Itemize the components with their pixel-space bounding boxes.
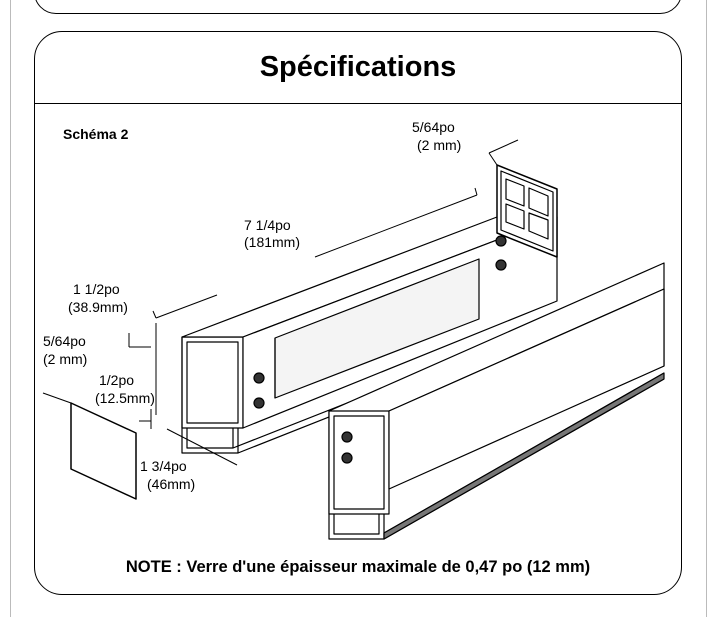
thickness-top-po: 5/64po (412, 119, 455, 135)
thickness-left-po: 5/64po (43, 333, 86, 349)
height-po: 1 1/2po (73, 281, 120, 297)
lock-body-front (181, 216, 558, 454)
page-edge-right (706, 0, 707, 617)
magnetic-lock-diagram: Schéma 2 5/64po (2 mm) 7 1/4po (181mm) 1… (42, 119, 665, 540)
width-po: 1 3/4po (140, 458, 187, 474)
lock-body-rear (328, 262, 665, 540)
glass-plate (70, 402, 137, 500)
length-mm: (181mm) (244, 234, 300, 250)
previous-panel-border (34, 0, 682, 14)
depth-po: 1/2po (99, 372, 134, 388)
strike-plate (496, 164, 558, 258)
page-edge-left (10, 0, 11, 617)
thickness-left-mm: (2 mm) (43, 351, 87, 367)
section-title: Spécifications (35, 32, 681, 104)
height-mm: (38.9mm) (68, 299, 128, 315)
length-po: 7 1/4po (244, 217, 291, 233)
schema-label: Schéma 2 (63, 126, 129, 142)
dimension-lines (42, 139, 519, 466)
width-mm: (46mm) (147, 476, 195, 492)
depth-mm: (12.5mm) (95, 390, 155, 406)
thickness-top-mm: (2 mm) (417, 137, 461, 153)
specifications-panel: Spécifications (34, 31, 682, 595)
glass-thickness-note: NOTE : Verre d'une épaisseur maximale de… (125, 558, 591, 576)
